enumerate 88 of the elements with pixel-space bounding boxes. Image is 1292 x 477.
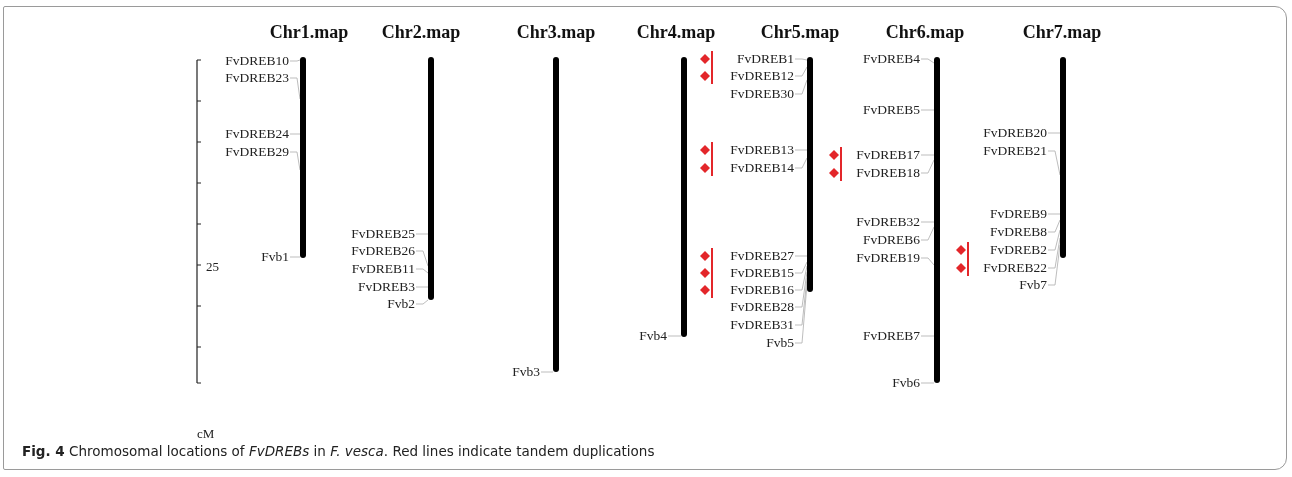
figure-caption: Fig. 4 Chromosomal locations of FvDREBs in F. vesca. Red lines indicate tandem duplications	[22, 443, 655, 459]
gene-label: FvDREB8	[990, 225, 1047, 239]
leader-line	[667, 335, 682, 337]
gene-label: FvDREB3	[358, 280, 415, 294]
gene-label: FvDREB30	[730, 87, 794, 101]
chromosome-title: Chr2.map	[381, 22, 461, 43]
leader-line	[794, 79, 808, 95]
gene-label: FvDREB5	[863, 103, 920, 117]
gene-label: FvDREB19	[856, 251, 920, 265]
gene-label: Fvb1	[261, 250, 289, 264]
gene-label: FvDREB6	[863, 233, 920, 247]
leader-line	[794, 58, 808, 61]
gene-label: FvDREB16	[730, 283, 794, 297]
leader-line	[289, 256, 301, 258]
leader-line	[289, 59, 301, 62]
scale-value: 25	[206, 259, 219, 273]
gene-label: Fvb5	[766, 336, 794, 350]
leader-line	[920, 382, 935, 384]
gene-label: FvDREB23	[225, 71, 289, 85]
gene-label: FvDREB26	[351, 244, 415, 258]
leader-line	[1047, 244, 1061, 286]
chromosome-title: Chr5.map	[760, 22, 840, 43]
gene-label: Fvb2	[387, 297, 415, 311]
gene-label: FvDREB10	[225, 54, 289, 68]
gene-label: FvDREB1	[737, 52, 794, 66]
gene-label: FvDREB27	[730, 249, 794, 263]
leader-line	[540, 371, 554, 373]
leader-line	[1047, 213, 1061, 215]
leader-line	[289, 77, 301, 100]
leader-line	[794, 277, 808, 326]
leader-line	[794, 271, 808, 308]
gene-label: FvDREB14	[730, 161, 794, 175]
leader-line	[415, 299, 429, 305]
gene-label: FvDREB9	[990, 207, 1047, 221]
leader-line	[920, 159, 935, 174]
gene-label: FvDREB11	[351, 262, 415, 276]
leader-line	[415, 268, 429, 274]
leader-line	[289, 151, 301, 171]
gene-label: FvDREB21	[983, 144, 1047, 158]
leader-line	[794, 157, 808, 169]
gene-label: Fvb6	[892, 376, 920, 390]
chromosome-title: Chr4.map	[636, 22, 716, 43]
leader-line	[920, 58, 935, 64]
gene-label: FvDREB25	[351, 227, 415, 241]
leader-line	[794, 265, 808, 291]
leader-line	[920, 335, 935, 337]
gene-label: FvDREB28	[730, 300, 794, 314]
leader-line	[415, 250, 429, 267]
gene-label: FvDREB2	[990, 243, 1047, 257]
gene-label: FvDREB29	[225, 145, 289, 159]
leader-line	[920, 226, 935, 241]
leader-line	[1047, 150, 1061, 176]
leader-line	[794, 66, 808, 77]
gene-label: FvDREB31	[730, 318, 794, 332]
chromosome-title: Chr6.map	[885, 22, 965, 43]
leader-line	[794, 149, 808, 151]
gene-label: FvDREB13	[730, 143, 794, 157]
leader-line	[1047, 229, 1061, 251]
leader-line	[289, 133, 301, 135]
chromosome-title: Chr7.map	[1022, 22, 1102, 43]
leader-line	[415, 233, 429, 235]
leader-line	[794, 255, 808, 257]
gene-label: FvDREB4	[863, 52, 920, 66]
leader-line	[920, 109, 935, 111]
gene-label: FvDREB22	[983, 261, 1047, 275]
leader-line	[794, 283, 808, 344]
gene-label: FvDREB15	[730, 266, 794, 280]
gene-label: FvDREB32	[856, 215, 920, 229]
leader-line	[920, 257, 935, 266]
gene-label: FvDREB18	[856, 166, 920, 180]
gene-label: Fvb4	[639, 329, 667, 343]
scale-unit: cM	[197, 426, 215, 440]
gene-label: FvDREB7	[863, 329, 920, 343]
leader-line	[415, 286, 429, 288]
chromosome-title: Chr3.map	[516, 22, 596, 43]
leader-line	[794, 261, 808, 274]
gene-label: FvDREB24	[225, 127, 289, 141]
leader-line	[920, 221, 935, 223]
leader-line	[920, 154, 935, 156]
gene-label: FvDREB20	[983, 126, 1047, 140]
leader-line	[1047, 237, 1061, 269]
gene-label: Fvb7	[1019, 278, 1047, 292]
gene-label: FvDREB12	[730, 69, 794, 83]
leader-line	[1047, 132, 1061, 134]
gene-label: Fvb3	[512, 365, 540, 379]
gene-label: FvDREB17	[856, 148, 920, 162]
chromosome-title: Chr1.map	[269, 22, 349, 43]
leader-line	[1047, 219, 1061, 233]
